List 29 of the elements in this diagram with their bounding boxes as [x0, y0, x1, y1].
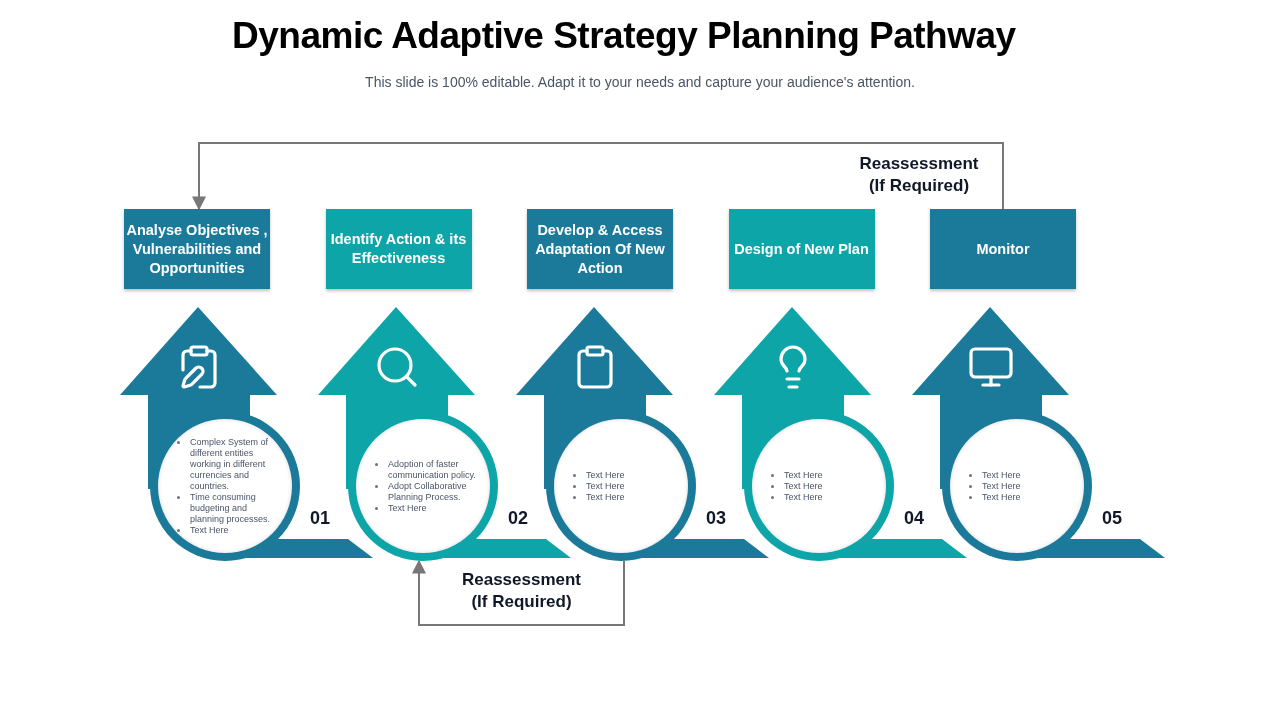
bullet-text: Text Here [784, 480, 823, 492]
bullet-text: Text Here [982, 480, 1021, 492]
step-title-box: Monitor [930, 209, 1076, 289]
bullet-text: Time consuming budgeting and planning processes. [190, 491, 272, 525]
bullet-text: Text Here [784, 491, 823, 503]
bullet-text: Text Here [586, 491, 625, 503]
step-title-box: Identify Action & its Effectiveness [325, 209, 472, 289]
step-number: 04 [904, 507, 925, 529]
bullet-text: Text Here [586, 469, 625, 481]
step-title-box: Analyse Objectives , Vulnerabilities and Opportunities [124, 209, 270, 289]
step-number: 02 [508, 507, 529, 529]
connector-arrow [192, 142, 1004, 211]
bullet-text: Text Here [982, 491, 1021, 503]
step-number: 03 [706, 507, 727, 529]
bullet-text: Text Here [784, 469, 823, 481]
title: Dynamic Adaptive Strategy Planning Pathway [232, 14, 1016, 58]
bullet-text: Complex System of different entities working in different currencies and countries. [190, 436, 270, 492]
step-title-box: Design of New Plan [728, 209, 875, 289]
subtitle: This slide is 100% editable. Adapt it to your needs and capture your audience's attention. [364, 73, 916, 92]
bullet-text: Text Here [982, 469, 1021, 481]
bullet-text: Text Here [586, 480, 625, 492]
bullet-text: Adoption of faster communication policy. [388, 458, 477, 481]
connector-arrow [412, 559, 625, 626]
bullet-text: Text Here [388, 502, 427, 514]
step-number: 05 [1102, 507, 1123, 529]
step-number: 01 [310, 507, 331, 529]
step-title-box: Develop & Access Adaptation Of New Action [527, 209, 673, 289]
bullet-text: Adopt Collaborative Planning Process. [388, 480, 468, 503]
bullet-text: Text Here [190, 524, 229, 536]
